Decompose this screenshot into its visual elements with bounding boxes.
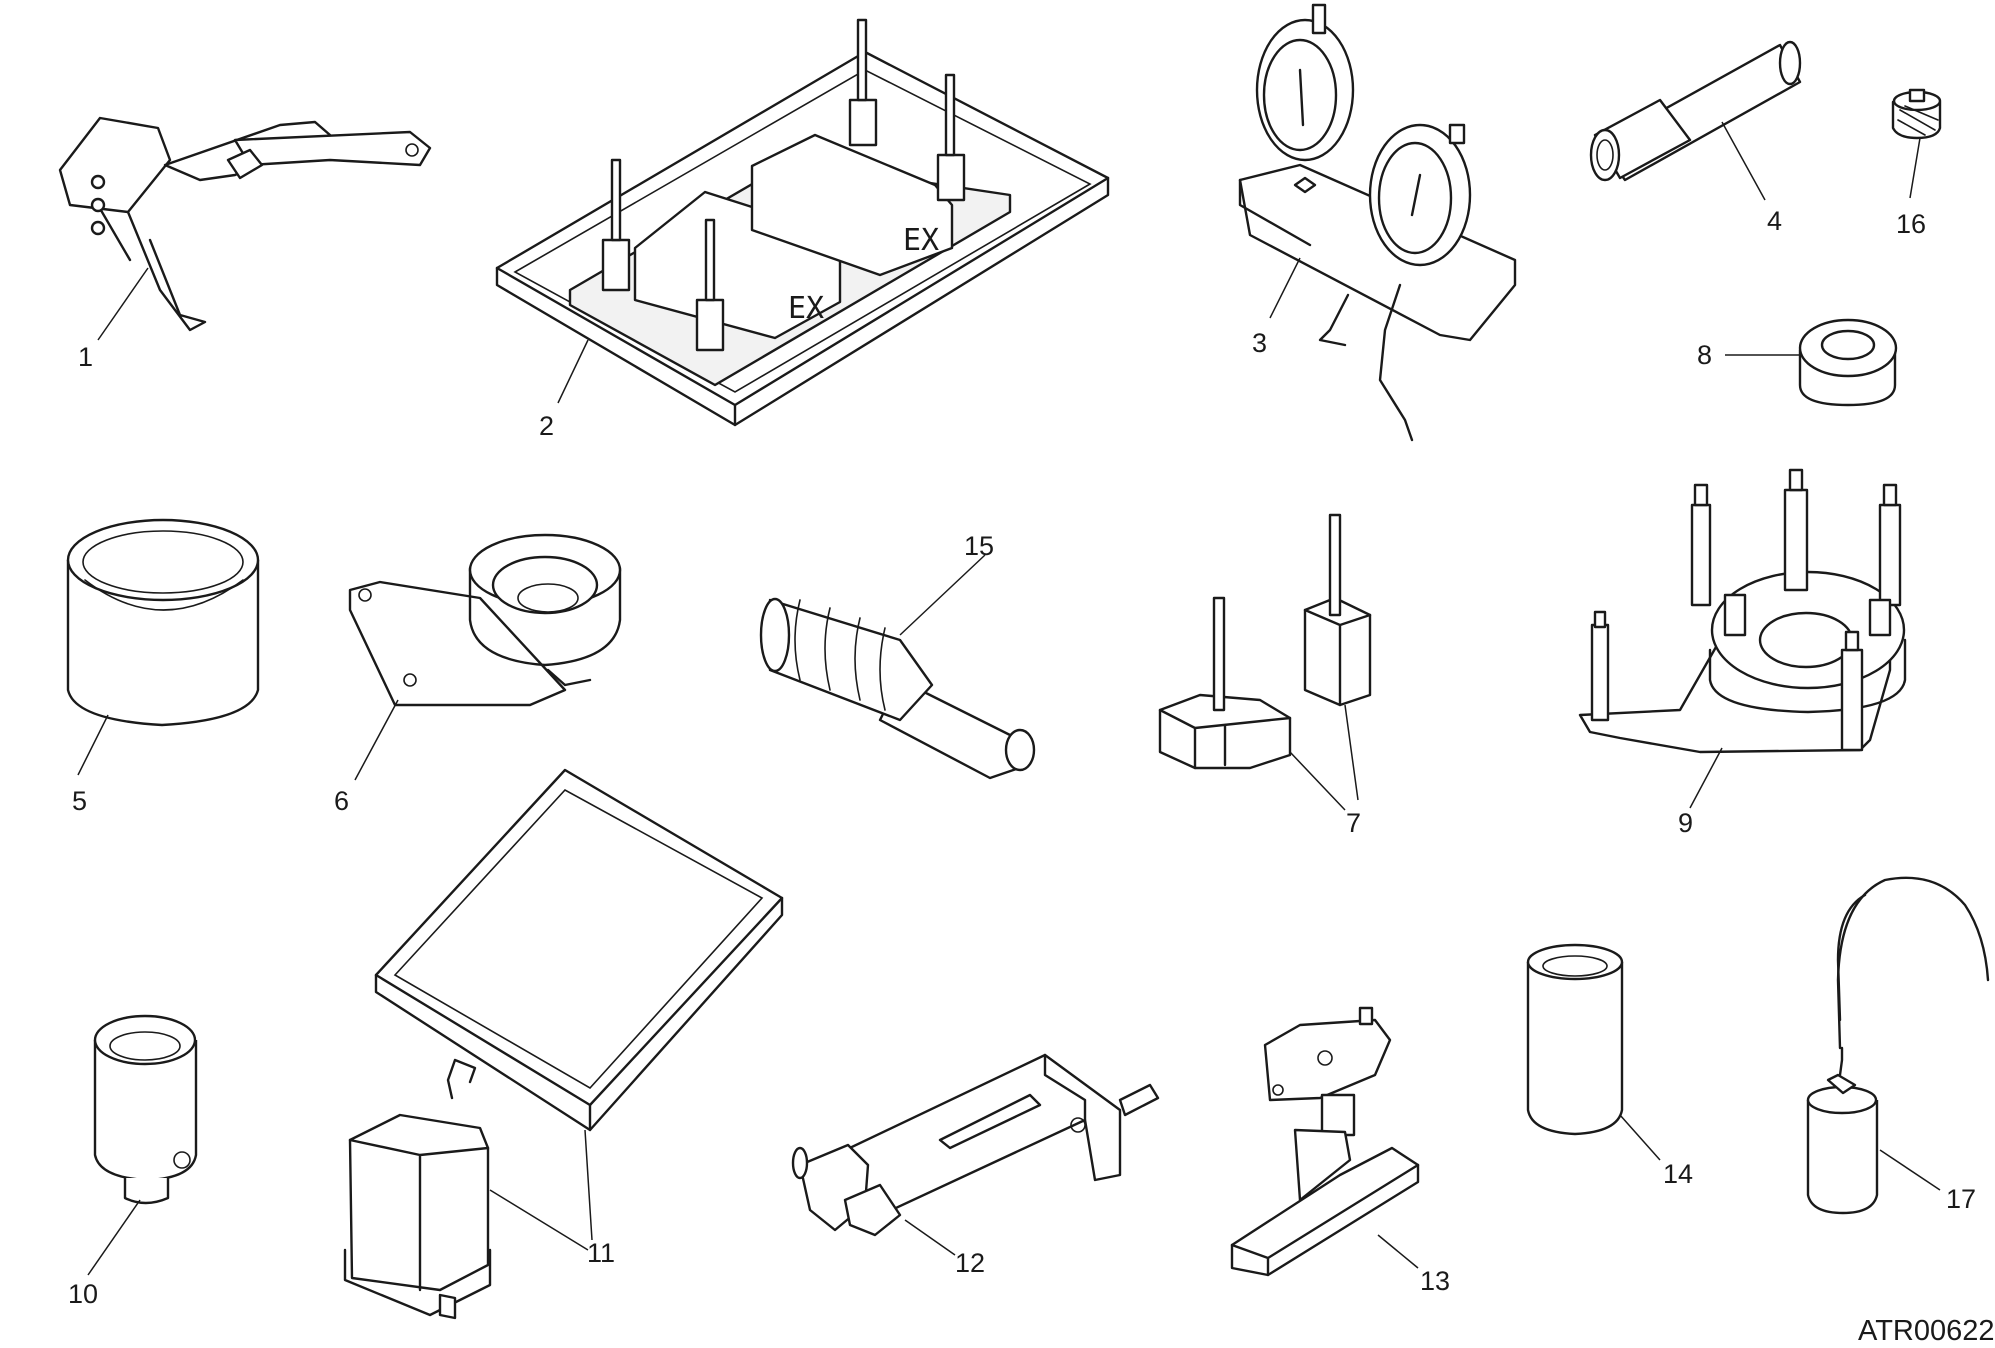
label-10: 10 — [68, 1279, 98, 1309]
tool-5-cylinder-cup — [66, 518, 260, 727]
label-6: 6 — [334, 786, 349, 816]
tool-10-socket-adapter — [93, 1014, 198, 1205]
label-7: 7 — [1346, 808, 1361, 838]
label-17: 17 — [1946, 1184, 1976, 1214]
label-13: 13 — [1420, 1266, 1450, 1296]
tool-13-t-handle-puller — [1230, 1006, 1420, 1277]
ex-marking-right: EX — [903, 223, 939, 258]
tool-15-knurled-punch — [759, 597, 1036, 780]
tool-3-dial-gauge-set — [1238, 3, 1517, 442]
label-14: 14 — [1663, 1159, 1693, 1189]
label-2: 2 — [539, 411, 554, 441]
label-11: 11 — [587, 1238, 615, 1268]
leader-lines — [77, 121, 1941, 1276]
ex-marking-left: EX — [788, 291, 824, 326]
part-number-labels: 1 2 3 4 5 6 7 8 9 10 11 12 13 14 15 16 1… — [68, 206, 1976, 1309]
label-1: 1 — [78, 342, 93, 372]
tool-7-pin-blocks — [1158, 513, 1372, 770]
drawing-code: ATR00622 — [1858, 1315, 1995, 1347]
label-16: 16 — [1896, 209, 1926, 239]
tool-11-drain-tray — [343, 768, 784, 1320]
tool-9-stud-fixture — [1578, 468, 1907, 754]
tool-6-flange-plate — [348, 533, 622, 707]
tool-17-bleed-bottle — [1806, 876, 1990, 1215]
tool-4-socket-tube — [1589, 40, 1802, 182]
tool-16-knurled-nut — [1891, 88, 1942, 140]
label-3: 3 — [1252, 328, 1267, 358]
tool-14-sleeve-tube — [1526, 943, 1624, 1136]
tool-8-bushing-ring — [1798, 318, 1898, 407]
tool-1-cam-holder — [58, 116, 432, 332]
label-8: 8 — [1697, 340, 1712, 370]
label-9: 9 — [1678, 808, 1693, 838]
label-12: 12 — [955, 1248, 985, 1278]
label-4: 4 — [1767, 206, 1782, 236]
tool-12-bracket-arm — [791, 1053, 1160, 1237]
label-15: 15 — [964, 531, 994, 561]
label-5: 5 — [72, 786, 87, 816]
tool-2-valve-tray: EX EX — [495, 18, 1110, 427]
